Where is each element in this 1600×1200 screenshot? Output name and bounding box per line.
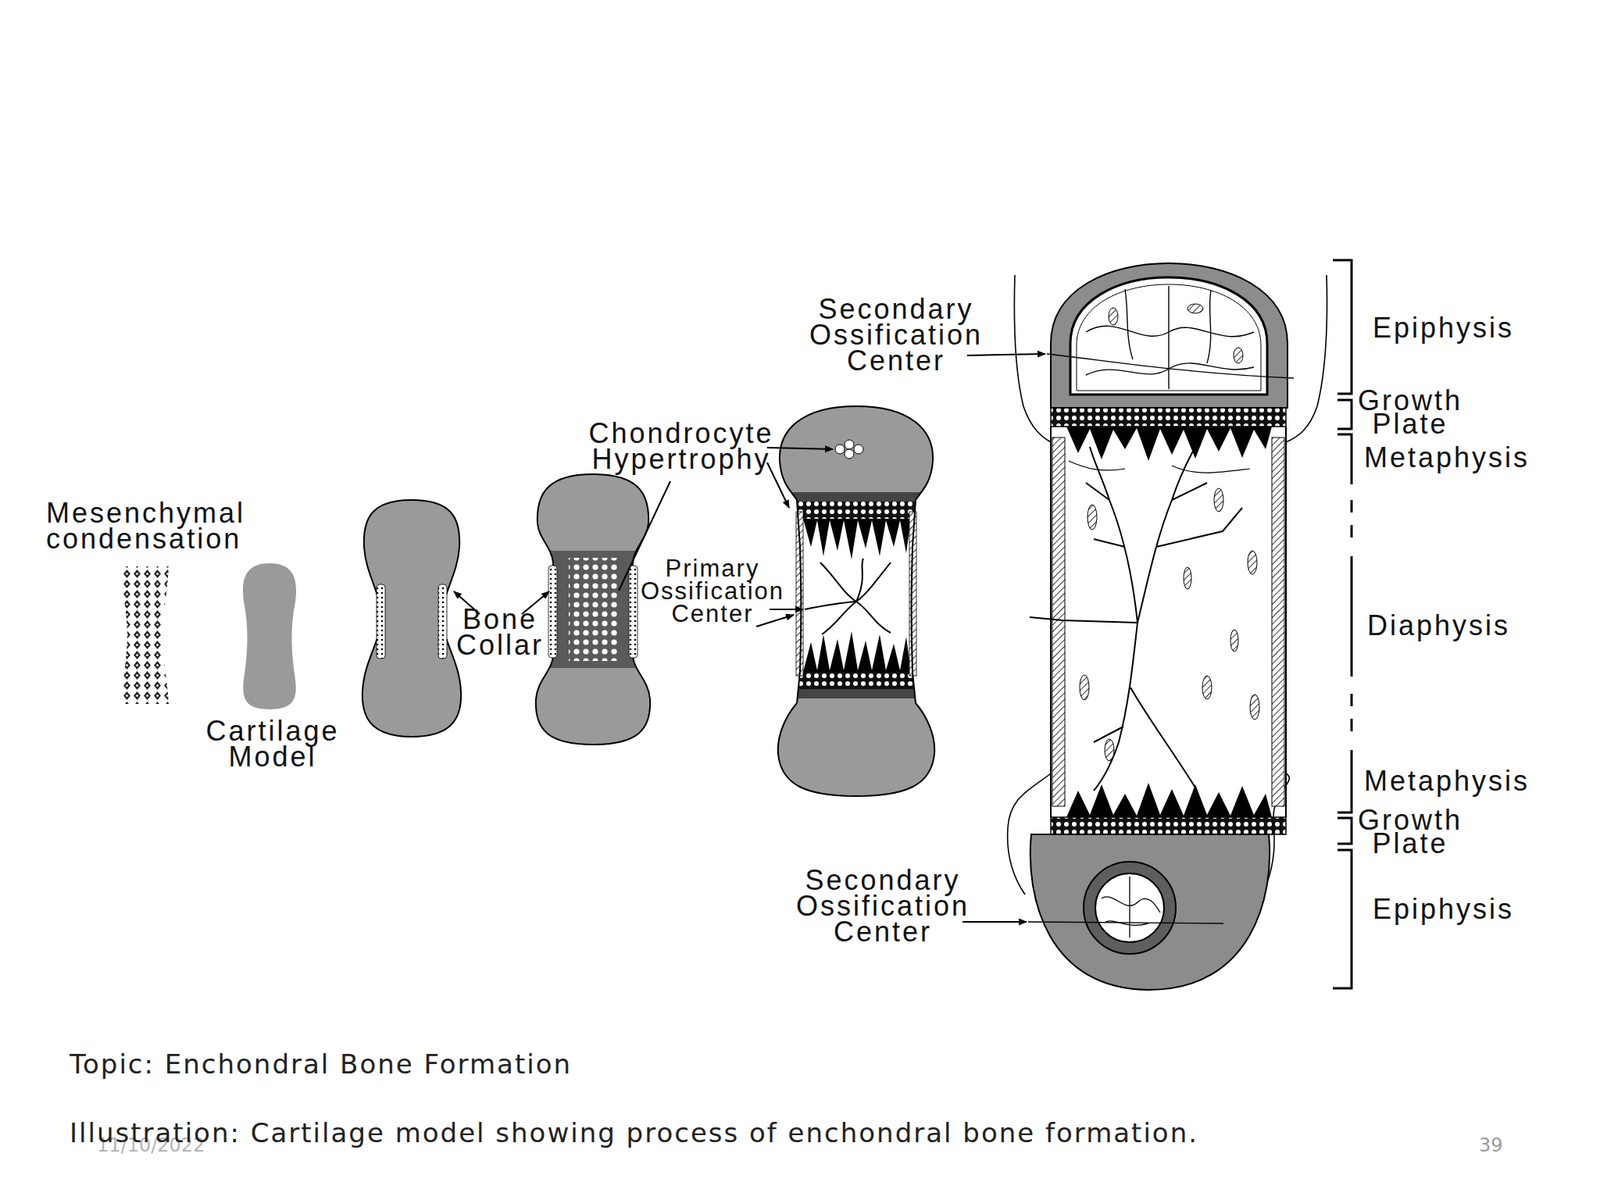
bone-cell	[1104, 739, 1115, 761]
bone-cell	[1250, 694, 1260, 720]
calcified-zone	[531, 550, 657, 668]
epiphysis-cartilage	[1050, 263, 1288, 408]
hypertrophic-cells	[568, 557, 618, 661]
structure-label: Secondary Ossification Center	[798, 296, 994, 374]
region-label: Diaphysis	[1367, 612, 1571, 639]
bone-cell	[1187, 303, 1204, 314]
stage-label: Mesenchymal condensation	[46, 500, 281, 552]
bone-cell	[1214, 488, 1224, 512]
bracket	[1332, 850, 1352, 989]
bone-cell	[1233, 347, 1243, 364]
bone-cell	[1079, 675, 1090, 700]
chondrocyte	[853, 444, 864, 454]
cortical-bone	[1271, 437, 1285, 807]
bracket	[1337, 400, 1352, 429]
trabeculae	[1085, 285, 1254, 390]
bone-cell	[1183, 567, 1192, 590]
cartilage-model	[242, 563, 297, 710]
region-label: Growth Plate	[1351, 389, 1469, 436]
region-label: Metaphysis	[1364, 767, 1568, 794]
leader-arrow	[767, 447, 833, 450]
region-label: Epiphysis	[1372, 896, 1561, 922]
structure-label: Primary Ossification Center	[622, 557, 803, 625]
trabeculae	[1066, 426, 1272, 461]
bone-cell	[1087, 504, 1097, 530]
chondrocyte	[844, 439, 854, 450]
leader-line	[618, 481, 671, 591]
primary-ossification-stage	[773, 402, 940, 800]
bracket	[1332, 260, 1352, 394]
bracket	[1337, 750, 1352, 813]
growth-plate	[1050, 407, 1286, 427]
cartilage-cap	[773, 698, 940, 800]
leader-line	[1046, 353, 1294, 379]
mesenchymal-cells	[121, 566, 169, 704]
bone-cell	[1247, 550, 1258, 575]
structure-label: Chondrocyte Hypertrophy	[571, 420, 791, 472]
bracket	[1337, 817, 1352, 844]
topic-line: Topic: Enchondral Bone Formation	[69, 1048, 1008, 1080]
region-label: Metaphysis	[1364, 444, 1568, 471]
blood-vessel	[804, 558, 891, 635]
structure-label: Secondary Ossification Center	[785, 867, 981, 945]
region-label: Growth Plate	[1351, 808, 1469, 856]
bone-outline	[1050, 426, 1052, 818]
slide-number: 39	[1478, 1134, 1558, 1157]
hypertrophy-stage	[531, 468, 657, 750]
chondrocyte	[835, 444, 845, 454]
leader-arrow	[962, 921, 1027, 923]
chondrocyte	[844, 449, 854, 459]
structure-label: Bone Collar	[449, 606, 551, 658]
stage-outline	[778, 406, 935, 797]
epiphysis-cartilage	[1030, 834, 1270, 990]
bone-collar	[438, 584, 447, 659]
bone-cell	[1108, 307, 1118, 325]
hypertrophic-cluster	[835, 439, 864, 459]
cartilage-stage	[362, 500, 461, 737]
stage-label: Cartilage Model	[194, 717, 351, 770]
bracket	[1337, 434, 1352, 485]
bracket	[1350, 556, 1354, 677]
leader-arrow	[756, 614, 794, 627]
bone-outline	[1285, 426, 1287, 818]
cortical-bone	[1052, 437, 1065, 807]
leader-line	[1028, 921, 1224, 924]
trabeculae	[803, 631, 911, 672]
secondary-ossification	[1095, 873, 1165, 943]
blood-vessel	[1029, 446, 1243, 791]
bone-collar	[548, 565, 558, 658]
leader-lines	[453, 353, 1294, 924]
trabeculae	[1101, 876, 1161, 938]
bone-cell	[1230, 629, 1239, 652]
bracket-dots	[1350, 500, 1354, 538]
secondary-ossification	[1070, 277, 1268, 395]
dark-band	[773, 492, 940, 502]
leader-arrow	[967, 353, 1046, 356]
trabeculae	[1066, 782, 1272, 818]
region-brackets	[1332, 260, 1352, 989]
bone-cell	[1202, 675, 1212, 700]
trabeculae	[803, 518, 911, 560]
bracket-dots	[1350, 693, 1354, 732]
stage-outline	[535, 474, 650, 745]
leader-arrow	[769, 608, 804, 611]
caption: Illustration: Cartilage model showing pr…	[69, 1117, 1554, 1149]
long-bone	[1007, 263, 1328, 990]
region-label: Epiphysis	[1372, 314, 1561, 341]
secondary-ossification	[1083, 861, 1176, 954]
bone-collar	[376, 584, 386, 659]
cartilage-fill	[531, 468, 657, 750]
growth-plate	[1050, 817, 1286, 835]
bone-collar	[628, 565, 638, 658]
